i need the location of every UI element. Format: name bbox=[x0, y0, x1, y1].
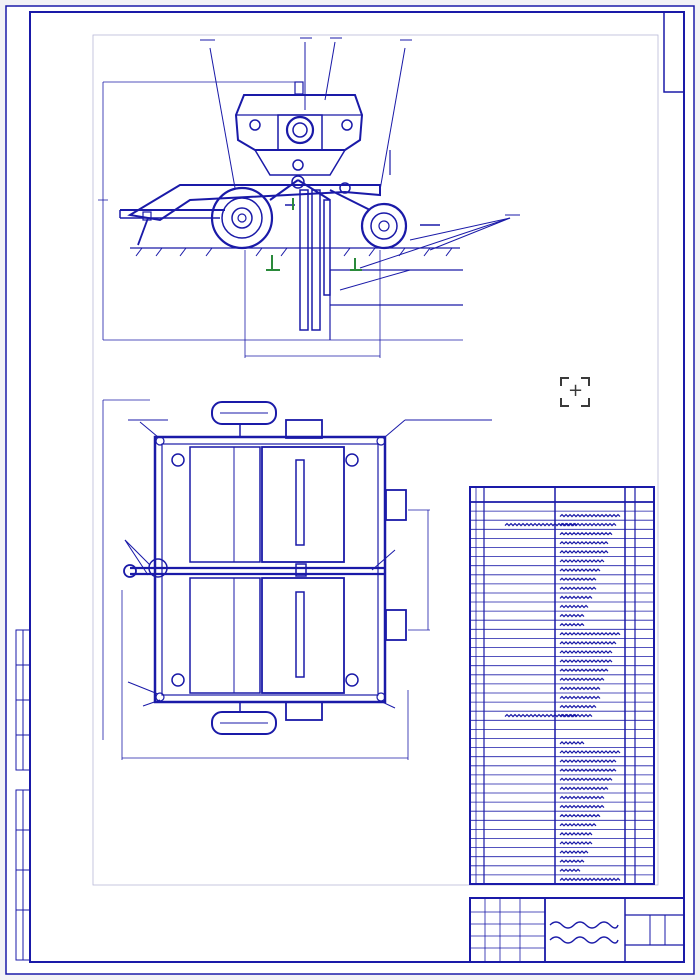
spec-table-scribbles bbox=[504, 513, 621, 882]
drawing-area bbox=[92, 34, 659, 886]
ground-markers bbox=[266, 198, 362, 271]
spec-table-entry-scribble bbox=[559, 704, 597, 709]
spec-table-entry-scribble bbox=[559, 868, 581, 873]
spec-table-entry-scribble bbox=[559, 613, 585, 618]
spec-table-entry-scribble bbox=[559, 813, 601, 818]
spec-table-entry-scribble bbox=[559, 641, 617, 645]
spec-table-entry-scribble bbox=[559, 786, 609, 791]
spec-table-entry-scribble bbox=[559, 531, 613, 536]
spec-table-entry-scribble bbox=[559, 777, 613, 782]
spec-table-entry-scribble bbox=[559, 568, 601, 572]
crosshair-corner bbox=[560, 398, 569, 407]
spec-table-entry-scribble bbox=[559, 750, 621, 754]
spec-table-entry-scribble bbox=[559, 686, 601, 691]
spec-table-entry-scribble bbox=[559, 695, 601, 700]
left-side-stamp bbox=[15, 629, 31, 961]
zoom-crosshair-icon[interactable]: + bbox=[560, 377, 590, 407]
title-block bbox=[469, 897, 685, 963]
spec-table-entry-scribble bbox=[559, 586, 597, 591]
spec-table-entry-scribble bbox=[559, 713, 593, 718]
crosshair-corner bbox=[560, 377, 569, 386]
spec-table-entry-scribble bbox=[559, 795, 605, 800]
spec-table-entry-scribble bbox=[559, 859, 585, 864]
spec-table-entry-scribble bbox=[559, 741, 585, 745]
spec-table-entry-scribble bbox=[559, 832, 593, 836]
spec-table-section-scribble bbox=[504, 713, 578, 718]
spec-table-entry-scribble bbox=[559, 622, 585, 627]
crosshair-corner bbox=[581, 377, 590, 386]
sheet-outer-border bbox=[5, 5, 695, 975]
side-view bbox=[98, 37, 520, 358]
spec-table-entry-scribble bbox=[559, 595, 593, 600]
spec-table-entry-scribble bbox=[559, 768, 617, 773]
spec-table-entry-scribble bbox=[559, 850, 589, 854]
spec-table-entry-scribble bbox=[559, 577, 597, 582]
spec-table-entry-scribble bbox=[559, 540, 609, 545]
top-right-stamp bbox=[663, 11, 685, 93]
spec-table-entry-scribble bbox=[559, 841, 593, 845]
spec-table-entry-scribble bbox=[559, 877, 621, 882]
spec-table-entry-scribble bbox=[559, 650, 613, 654]
ground-hatching bbox=[135, 247, 453, 257]
spec-table-entry-scribble bbox=[559, 677, 605, 682]
sheet-frame bbox=[29, 11, 685, 963]
spec-table-entry-scribble bbox=[559, 631, 621, 636]
spec-table-entry-scribble bbox=[559, 513, 621, 518]
plan-view bbox=[102, 399, 492, 760]
spec-table bbox=[469, 486, 655, 885]
spec-table-rows bbox=[470, 510, 654, 876]
spec-table-entry-scribble bbox=[559, 668, 609, 673]
spec-table-entry-scribble bbox=[559, 804, 605, 809]
spec-table-entry-scribble bbox=[559, 522, 617, 527]
crosshair-corner bbox=[581, 398, 590, 407]
spec-table-entry-scribble bbox=[559, 659, 613, 663]
spec-table-entry-scribble bbox=[559, 550, 609, 554]
spec-table-entry-scribble bbox=[559, 822, 597, 827]
plus-icon: + bbox=[568, 380, 584, 401]
spec-table-entry-scribble bbox=[559, 604, 589, 609]
spec-table-entry-scribble bbox=[559, 759, 617, 763]
spec-table-section-scribble bbox=[504, 522, 578, 527]
spec-table-entry-scribble bbox=[559, 559, 605, 563]
